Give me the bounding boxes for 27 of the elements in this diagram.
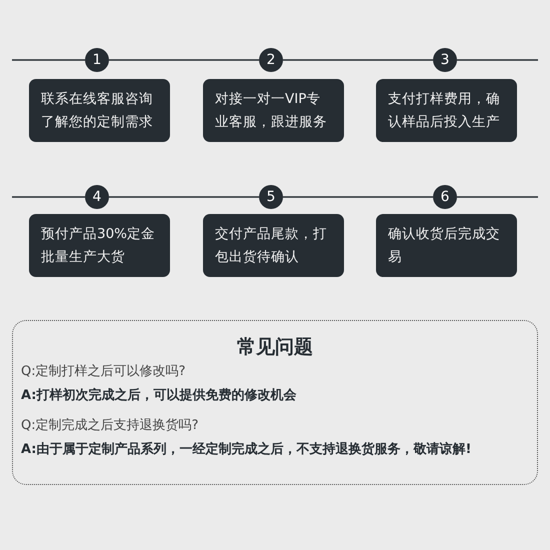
step-card xyxy=(376,79,517,142)
faq-answer: A:打样初次完成之后，可以提供免费的修改机会 xyxy=(21,387,298,405)
step-text: 对接一对一VIP专业客服，跟进服务 xyxy=(215,90,328,132)
faq-answer: A:由于属于定制产品系列，一经定制完成之后，不支持退换货服务，敬请谅解! xyxy=(21,441,472,459)
step-card xyxy=(203,79,344,142)
faq-question: Q:定制打样之后可以修改吗? xyxy=(21,363,187,381)
step-card xyxy=(29,214,170,277)
step-text: 预付产品30%定金批量生产大货 xyxy=(41,224,156,266)
step-number-circle: 3 xyxy=(433,48,457,72)
connector-line xyxy=(283,196,433,198)
faq-panel xyxy=(12,320,538,485)
faq-heading: 常见问题 xyxy=(236,335,314,359)
step-text: 联系在线客服咨询了解您的定制需求 xyxy=(41,90,154,132)
step-number-circle: 4 xyxy=(85,185,109,209)
step-text: 确认收货后完成交易 xyxy=(388,224,501,266)
faq-question: Q:定制完成之后支持退换货吗? xyxy=(21,417,200,435)
step-number-circle: 6 xyxy=(433,185,457,209)
step-text: 交付产品尾款，打包出货待确认 xyxy=(215,224,328,266)
step-card xyxy=(203,214,344,277)
step-card xyxy=(29,79,170,142)
connector-line xyxy=(109,196,259,198)
step-number-circle: 1 xyxy=(85,48,109,72)
connector-line xyxy=(283,59,433,61)
step-text: 支付打样费用，确认样品后投入生产 xyxy=(388,90,501,132)
step-number-circle: 2 xyxy=(259,48,283,72)
step-card xyxy=(376,214,517,277)
step-number-circle: 5 xyxy=(259,185,283,209)
